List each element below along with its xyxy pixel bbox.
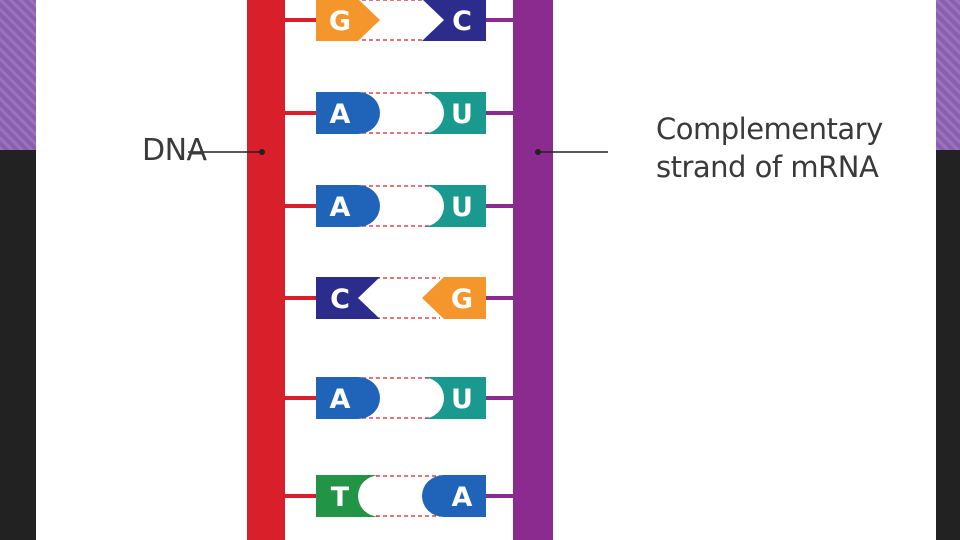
mrna-base-letter: U bbox=[451, 384, 473, 415]
mrna-base bbox=[422, 377, 486, 419]
mrna-base bbox=[422, 475, 486, 517]
mrna-base-letter: U bbox=[451, 192, 473, 223]
dna-leader-dot bbox=[259, 149, 265, 155]
decorative-stripe-left bbox=[0, 0, 36, 150]
mrna-base bbox=[422, 277, 486, 319]
mrna-base bbox=[422, 92, 486, 134]
decorative-stripe-right bbox=[936, 0, 960, 150]
dna-base-letter: T bbox=[331, 482, 350, 513]
dna-base bbox=[316, 377, 380, 419]
dna-base bbox=[316, 0, 380, 41]
dna-strand bbox=[247, 0, 285, 540]
mrna-leader-dot bbox=[535, 149, 541, 155]
dna-label: DNA bbox=[142, 133, 207, 168]
dna-base bbox=[316, 475, 380, 517]
mrna-label-line-1: Complementary bbox=[656, 112, 883, 146]
dna-base-letter: A bbox=[330, 192, 351, 223]
mrna-base-letter: U bbox=[451, 99, 473, 130]
dna-base-letter: A bbox=[330, 384, 351, 415]
mrna-label: Complementary strand of mRNA bbox=[656, 110, 883, 186]
mrna-base bbox=[422, 185, 486, 227]
dna-base-letter: C bbox=[330, 284, 350, 315]
mrna-label-line-2: strand of mRNA bbox=[656, 150, 879, 184]
mrna-base-letter: A bbox=[452, 482, 473, 513]
mrna-base-letter: G bbox=[451, 284, 473, 315]
mrna-strand bbox=[513, 0, 553, 540]
mrna-base-letter: C bbox=[452, 6, 472, 37]
label-leaders bbox=[188, 149, 608, 155]
dna-base-letter: A bbox=[330, 99, 351, 130]
dna-base-letter: G bbox=[329, 6, 351, 37]
dna-base bbox=[316, 92, 380, 134]
mrna-base bbox=[422, 0, 486, 41]
dna-base bbox=[316, 185, 380, 227]
dna-base bbox=[316, 277, 380, 319]
